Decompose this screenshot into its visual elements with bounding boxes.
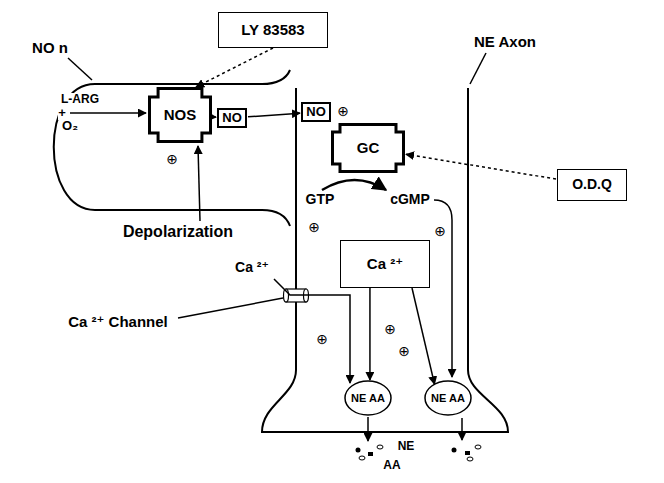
leader-line [68, 58, 92, 80]
plus-symbol: ⊕ [398, 344, 410, 359]
node-text: O.D.Q [572, 177, 612, 192]
vesicle-outline [345, 381, 391, 415]
text-label: cGMP [390, 192, 430, 207]
arrow-connector [248, 113, 300, 117]
leader-line [470, 53, 486, 84]
node-text: LY 83583 [241, 22, 304, 39]
text-label: L-ARG [61, 93, 99, 106]
messenger-box: NO [217, 108, 247, 128]
node-text: NO [306, 105, 326, 119]
text-label: NE Axon [474, 34, 536, 51]
text-label: AA [383, 459, 400, 472]
enzyme-box: NOS [148, 87, 212, 143]
released-transmitter-dots [356, 445, 482, 461]
arrow-connector [196, 48, 273, 87]
inhibitor-box: LY 83583 [218, 12, 328, 48]
node-text: NO [222, 111, 242, 125]
nerve-terminal-outline [54, 70, 290, 226]
vesicle: NE AA [344, 380, 392, 416]
plus-symbol: ⊕ [337, 104, 349, 119]
plus-symbol: ⊕ [384, 322, 396, 337]
depolarization-arrow [198, 146, 200, 221]
text-label: Ca ²⁺ [235, 260, 269, 275]
vesicle-outline [425, 381, 471, 415]
text-label: NO n [32, 40, 68, 57]
node-text: GC [357, 140, 380, 157]
cross-outline [333, 125, 404, 172]
text-label: NE [398, 440, 415, 453]
arrow-connector [412, 288, 435, 384]
axon-outline [262, 88, 508, 432]
cross-outline [150, 89, 211, 142]
arrow-connector [406, 154, 556, 179]
text-label: GTP [306, 192, 335, 207]
messenger-box: NO [301, 102, 331, 122]
cgmp-arrow [434, 200, 452, 377]
node-text: NOS [164, 107, 197, 124]
calcium-influx-arrow [274, 279, 350, 383]
substrate-arrow [70, 112, 146, 114]
text-label: Depolarization [123, 223, 233, 241]
inhibitor-box: O.D.Q [557, 169, 627, 201]
calcium-pool-box: Ca ²⁺ [340, 240, 430, 288]
arrow-connector [213, 116, 216, 118]
enzyme-box: GC [331, 123, 405, 173]
release-arrow [461, 418, 463, 440]
conversion-arrow [322, 180, 386, 190]
leader-line [178, 298, 283, 318]
plus-symbol: ⊕ [308, 220, 320, 235]
plus-symbol: ⊕ [316, 332, 328, 347]
node-text: NE AA [351, 392, 385, 404]
release-arrow [367, 417, 369, 441]
plus-symbol: ⊕ [434, 224, 446, 239]
arrow-connector [369, 288, 371, 380]
text-label: Ca ²⁺ Channel [68, 314, 168, 331]
node-text: NE AA [431, 392, 465, 404]
node-text: Ca ²⁺ [367, 256, 403, 273]
plus-symbol: ⊕ [166, 152, 178, 167]
text-label: O₂ [62, 119, 78, 133]
vesicle: NE AA [424, 380, 472, 416]
